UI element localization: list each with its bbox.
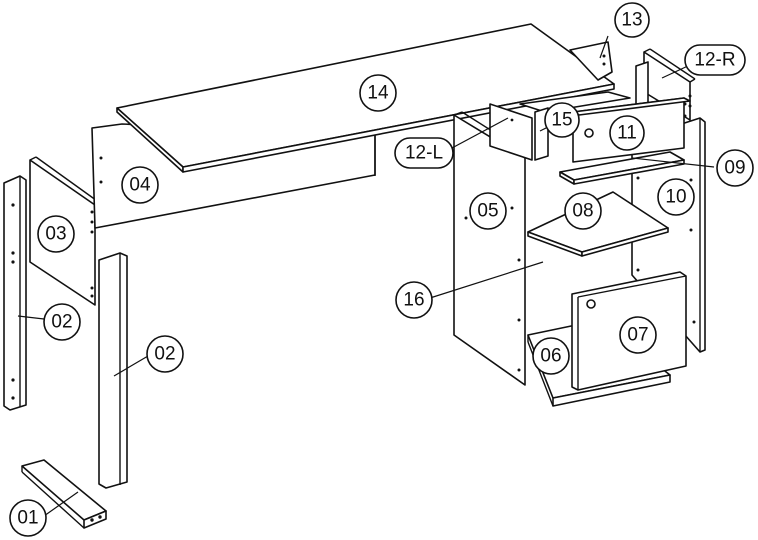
svg-text:12-L: 12-L bbox=[405, 143, 443, 164]
part-label-07: 07 bbox=[619, 316, 657, 354]
part-label-02-left: 02 bbox=[43, 303, 81, 341]
svg-text:05: 05 bbox=[477, 201, 498, 222]
svg-text:02: 02 bbox=[154, 344, 175, 365]
part-label-06: 06 bbox=[532, 337, 570, 375]
part-label-13: 13 bbox=[614, 2, 650, 38]
part-label-14: 14 bbox=[359, 74, 397, 112]
upright-12-L bbox=[489, 103, 533, 161]
inner-top-frame bbox=[519, 61, 649, 113]
svg-text:02: 02 bbox=[51, 312, 72, 333]
part-label-05: 05 bbox=[469, 192, 507, 230]
back-strip-13 bbox=[569, 41, 613, 81]
leg-post-left bbox=[3, 175, 27, 411]
svg-text:01: 01 bbox=[17, 508, 38, 529]
svg-text:06: 06 bbox=[540, 346, 561, 367]
svg-text:03: 03 bbox=[45, 224, 66, 245]
svg-text:14: 14 bbox=[367, 83, 389, 104]
part-label-12-r: 12-R bbox=[684, 44, 746, 76]
svg-text:09: 09 bbox=[724, 158, 745, 179]
part-label-02-front: 02 bbox=[146, 335, 184, 373]
part-label-16: 16 bbox=[395, 281, 433, 319]
svg-text:11: 11 bbox=[617, 123, 637, 144]
svg-text:07: 07 bbox=[627, 325, 648, 346]
part-label-09: 09 bbox=[716, 149, 754, 187]
leg-post-front bbox=[98, 252, 128, 489]
svg-text:12-R: 12-R bbox=[694, 50, 735, 71]
part-label-15: 15 bbox=[544, 102, 580, 138]
part-label-01: 01 bbox=[9, 499, 47, 537]
svg-text:08: 08 bbox=[572, 201, 593, 222]
svg-text:10: 10 bbox=[665, 187, 686, 208]
svg-text:13: 13 bbox=[621, 10, 642, 31]
part-label-04: 04 bbox=[121, 166, 159, 204]
part-label-12-l: 12-L bbox=[394, 137, 454, 169]
part-label-08: 08 bbox=[564, 192, 602, 230]
leader-lines bbox=[17, 35, 715, 517]
svg-text:04: 04 bbox=[129, 175, 151, 196]
svg-text:16: 16 bbox=[403, 290, 424, 311]
part-label-10: 10 bbox=[657, 178, 695, 216]
svg-text:15: 15 bbox=[551, 110, 572, 131]
part-label-11: 11 bbox=[609, 115, 645, 151]
part-label-03: 03 bbox=[37, 215, 75, 253]
